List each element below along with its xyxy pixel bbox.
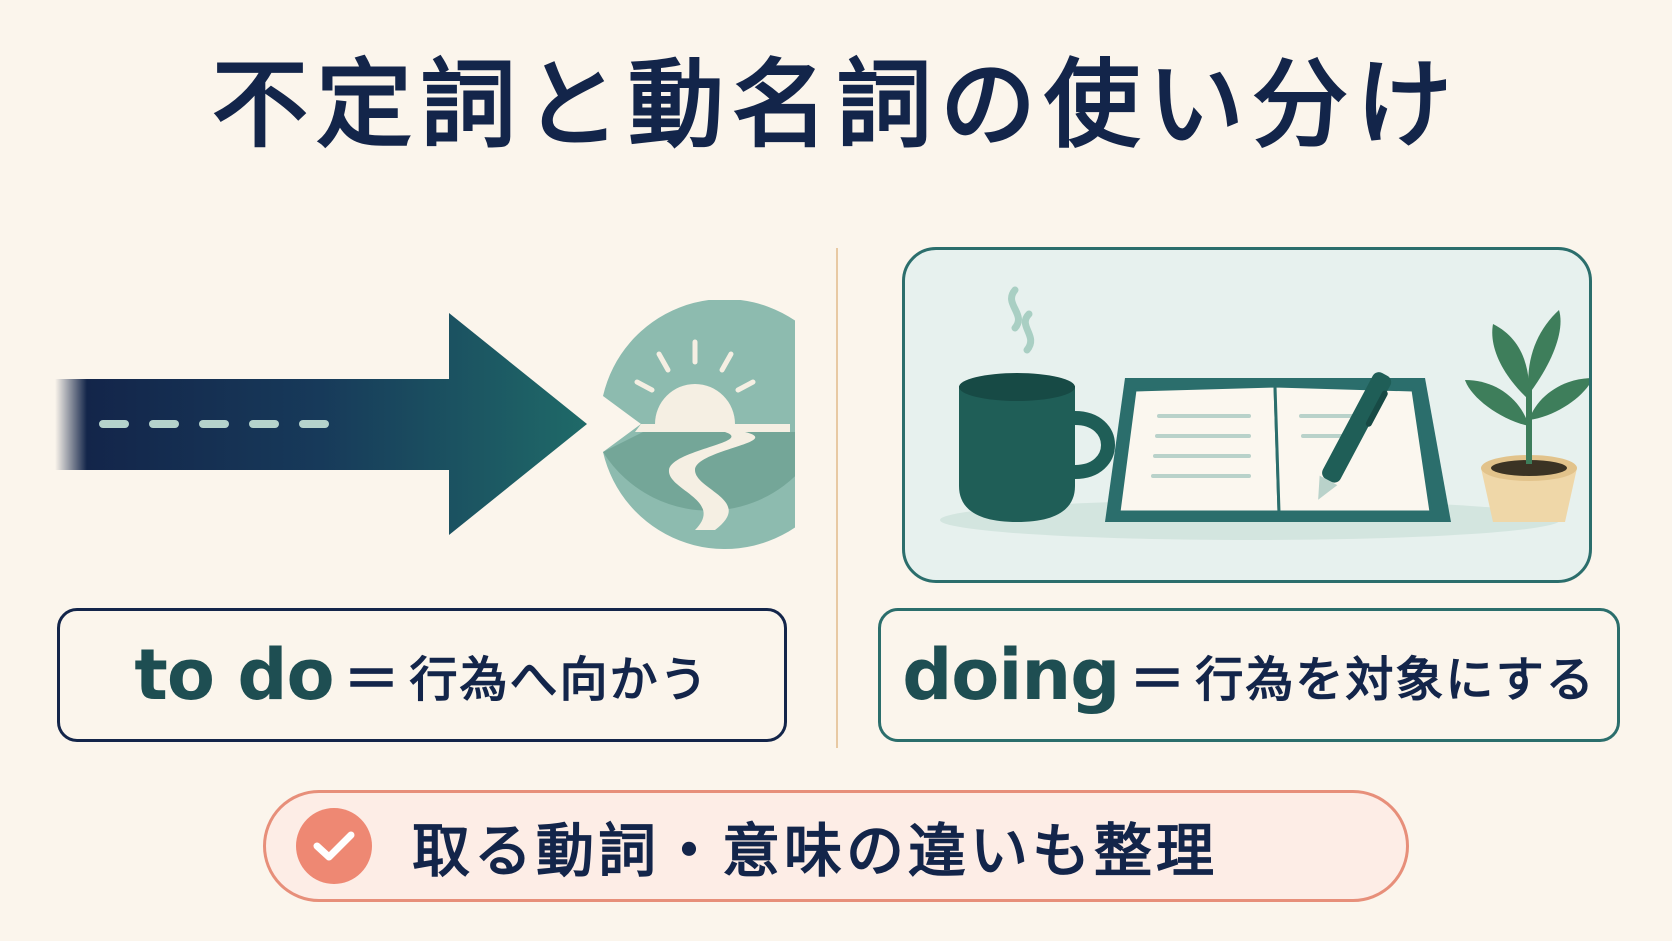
summary-note: 取る動詞・意味の違いも整理 (263, 790, 1409, 902)
doing-meaning: 行為を対象にする (1195, 652, 1596, 708)
plant-icon (1465, 310, 1589, 522)
doing-label-box: doing ＝ 行為を対象にする (878, 608, 1620, 742)
to-do-term: to do (134, 634, 334, 716)
page-title: 不定詞と動名詞の使い分け (212, 49, 1460, 161)
sunrise-road-icon (603, 300, 795, 549)
summary-note-text: 取る動詞・意味の違いも整理 (412, 817, 1219, 885)
steam-icon (1008, 286, 1035, 354)
to-do-meaning: 行為へ向かう (409, 652, 710, 708)
to-do-equals-sign: ＝ (343, 647, 400, 713)
center-divider (836, 248, 838, 748)
pen-icon (1318, 372, 1392, 500)
to-do-label-box: to do ＝ 行為へ向かう (57, 608, 787, 742)
forward-arrow-illustration (55, 300, 795, 549)
doing-equals-sign: ＝ (1129, 647, 1186, 713)
open-book-icon (1105, 378, 1451, 522)
doing-term: doing (902, 634, 1120, 716)
arrow-icon (55, 313, 587, 535)
study-desk-illustration (940, 286, 1589, 540)
study-desk-panel (902, 247, 1592, 583)
check-icon (296, 808, 372, 884)
mug-icon (959, 373, 1115, 522)
